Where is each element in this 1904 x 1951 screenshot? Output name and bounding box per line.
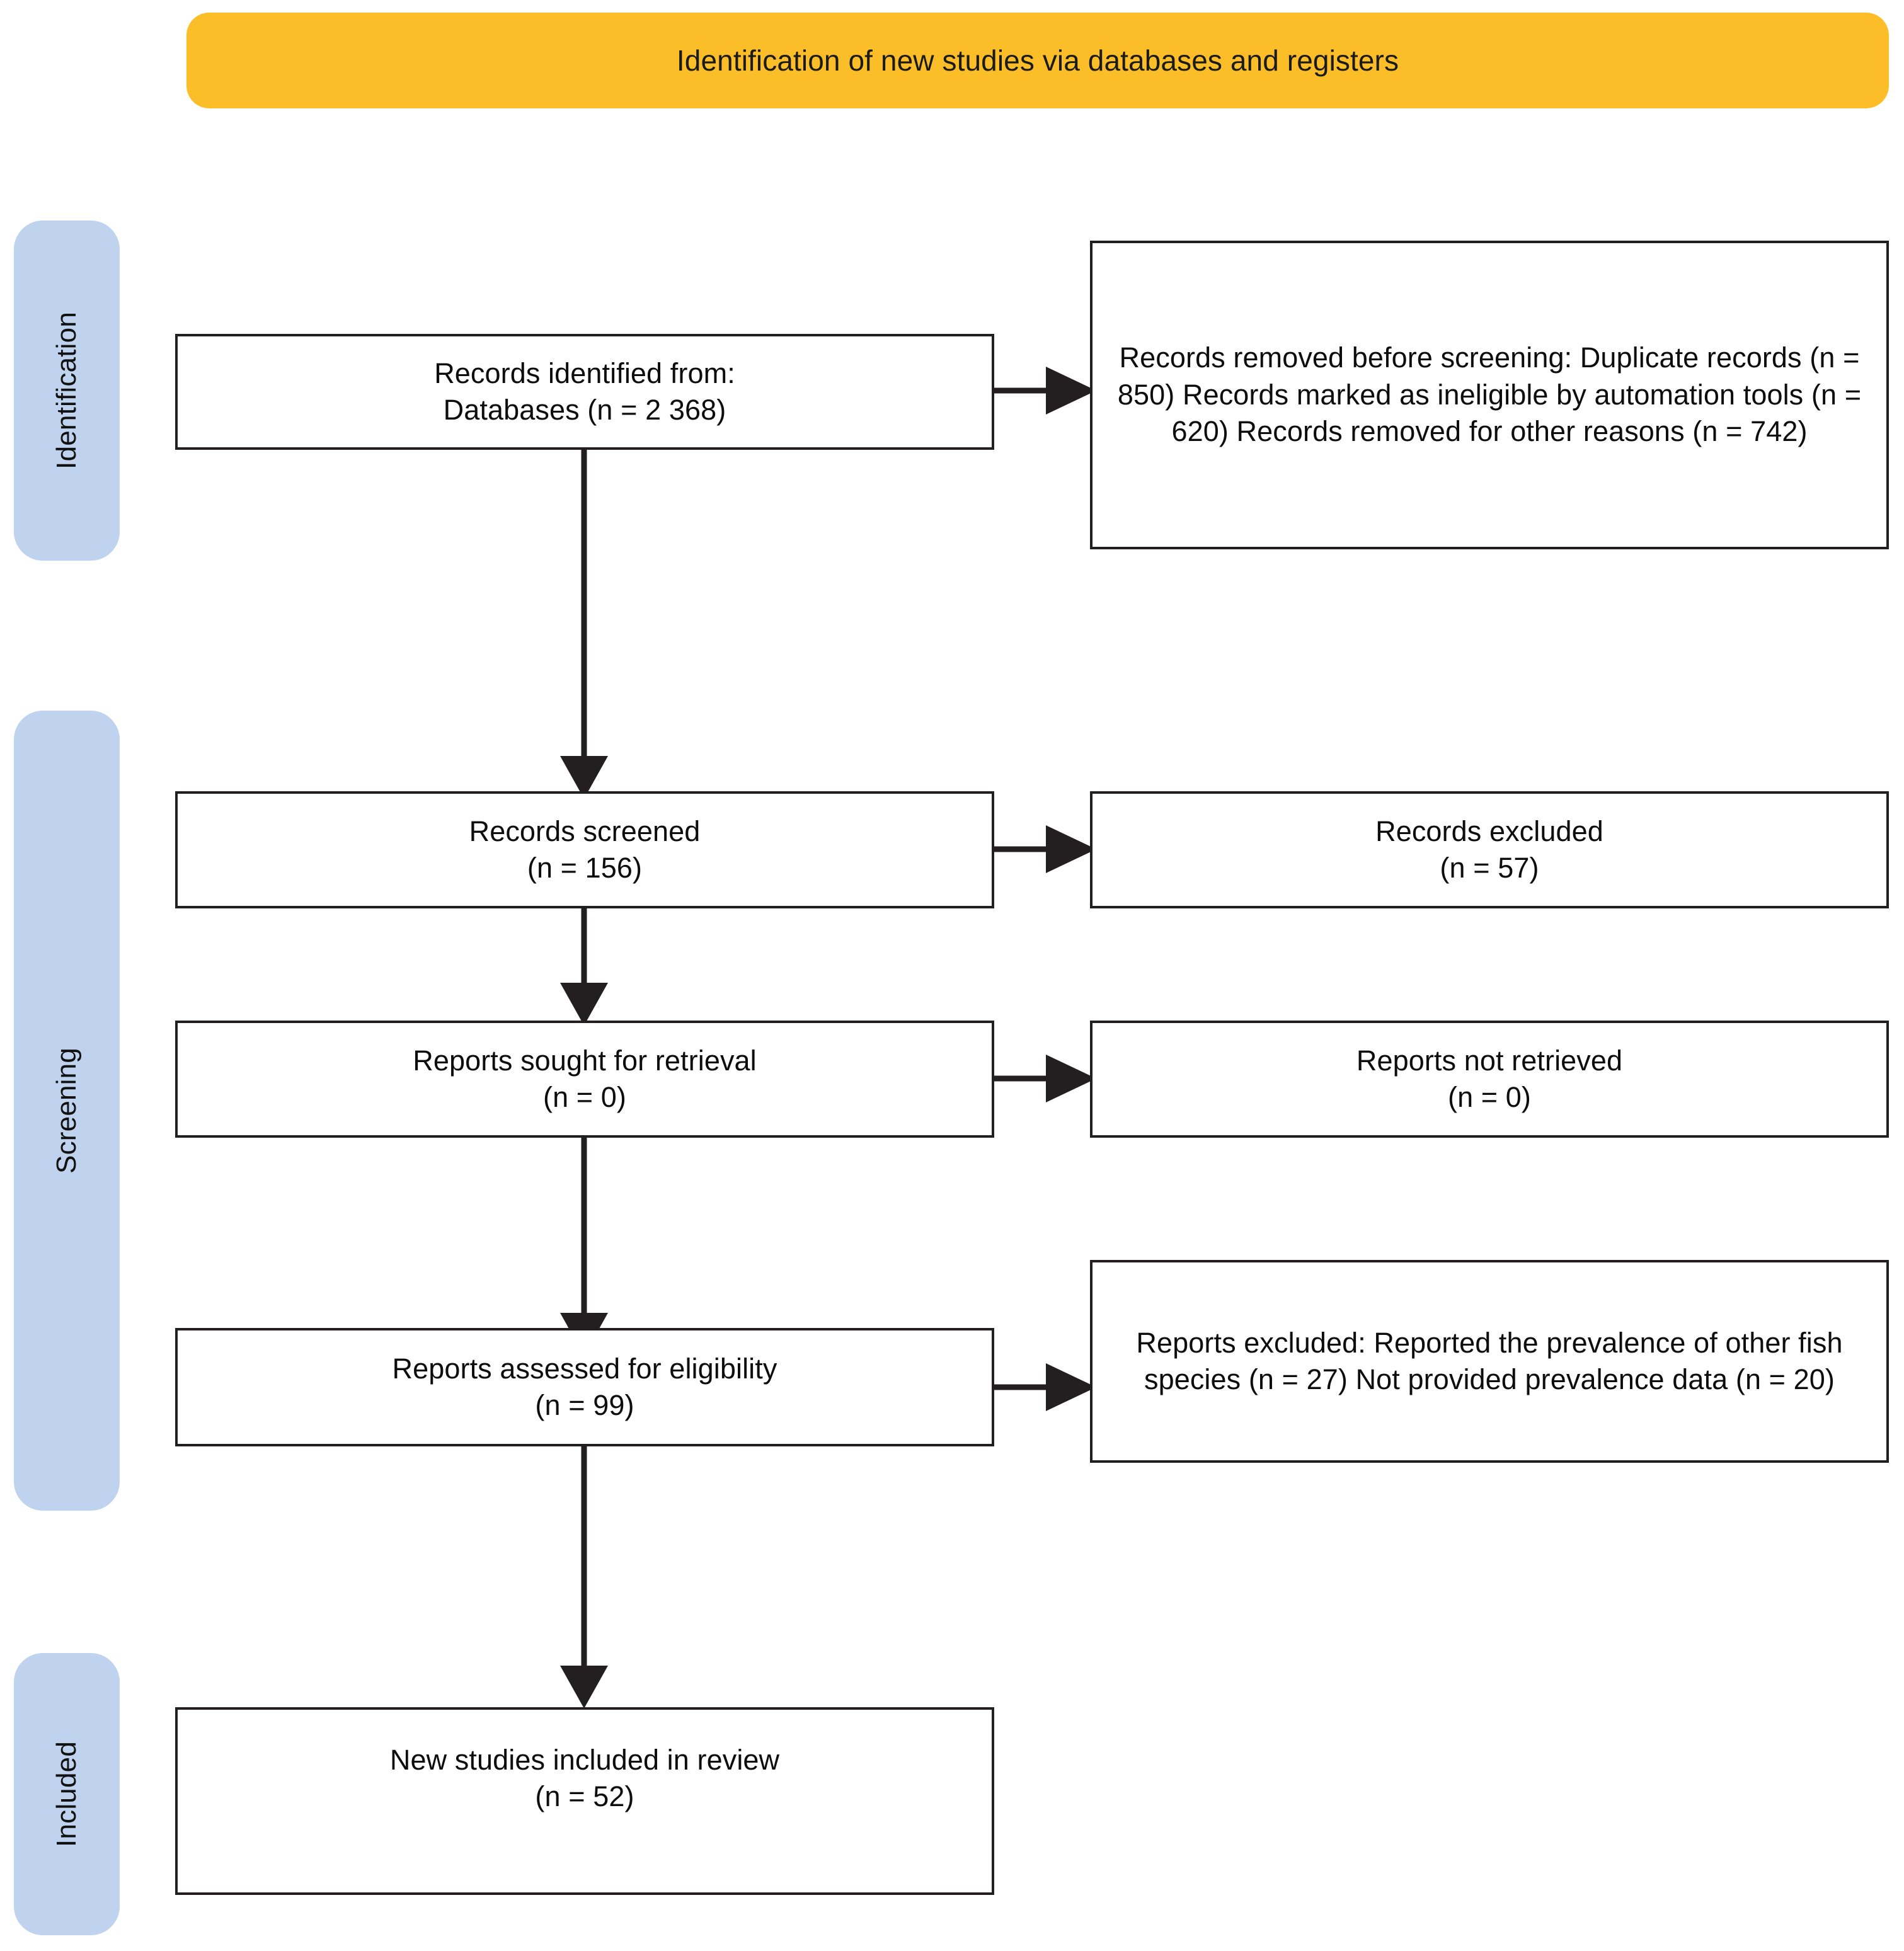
new-studies-included-text: New studies included in review (n = 52) (389, 1743, 780, 1813)
connector-sought-to-assessed (560, 1138, 608, 1356)
reports-excluded-text: Reports excluded: Reported the prevalenc… (1136, 1326, 1843, 1396)
reports-assessed-box: Reports assessed for eligibility (n = 99… (175, 1328, 994, 1446)
connector-assessed-to-included (560, 1446, 608, 1708)
records-screened-text: Records screened (n = 156) (469, 815, 701, 884)
new-studies-included-box: New studies included in review (n = 52) (175, 1707, 994, 1895)
records-removed-box: Records removed before screening: Duplic… (1090, 241, 1889, 549)
records-identified-box: Records identified from: Databases (n = … (175, 334, 994, 450)
reports-sought-box: Reports sought for retrieval (n = 0) (175, 1021, 994, 1138)
phase-banner-title: Identification of new studies via databa… (676, 43, 1399, 77)
stage-tab-screening: Screening (14, 711, 120, 1511)
records-excluded-box: Records excluded (n = 57) (1090, 791, 1889, 908)
connector-identified-to-screened (560, 450, 608, 799)
reports-assessed-text: Reports assessed for eligibility (n = 99… (392, 1352, 777, 1422)
stage-tab-included-label: Included (51, 1741, 82, 1847)
stage-tab-identification: Identification (14, 220, 120, 561)
stage-tab-identification-label: Identification (51, 312, 82, 469)
reports-not-retrieved-text: Reports not retrieved (n = 0) (1356, 1044, 1623, 1114)
stage-tab-included: Included (14, 1653, 120, 1935)
records-screened-box: Records screened (n = 156) (175, 791, 994, 908)
reports-sought-text: Reports sought for retrieval (n = 0) (413, 1044, 757, 1114)
records-removed-text: Records removed before screening: Duplic… (1117, 341, 1862, 448)
records-identified-text: Records identified from: Databases (n = … (434, 357, 735, 426)
connector-screened-to-sought (560, 908, 608, 1026)
reports-excluded-box: Reports excluded: Reported the prevalenc… (1090, 1260, 1889, 1463)
records-excluded-text: Records excluded (n = 57) (1375, 815, 1603, 884)
phase-banner-identification: Identification of new studies via databa… (186, 13, 1889, 108)
stage-tab-screening-label: Screening (51, 1048, 82, 1174)
reports-not-retrieved-box: Reports not retrieved (n = 0) (1090, 1021, 1889, 1138)
